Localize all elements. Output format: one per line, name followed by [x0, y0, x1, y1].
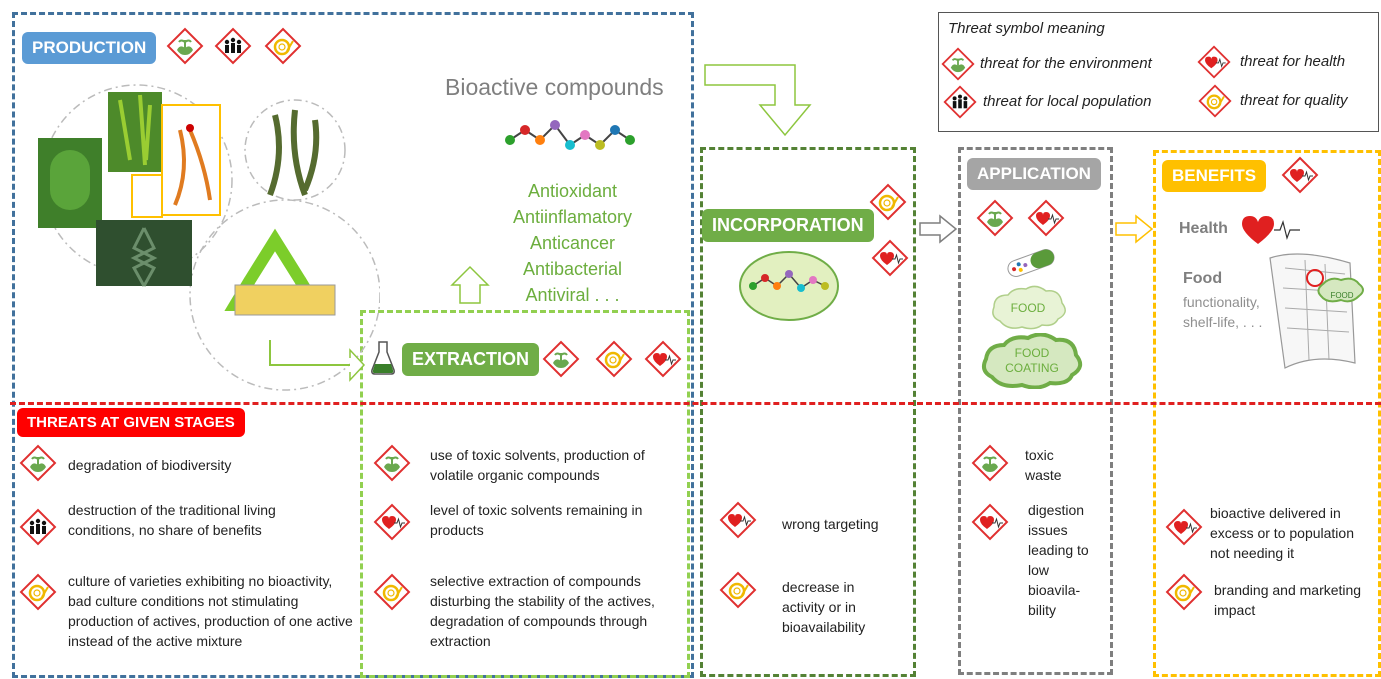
threat-incorporation-health: wrong targeting [782, 516, 879, 532]
extraction-label: EXTRACTION [402, 343, 539, 376]
incorporation-label: INCORPORATION [702, 209, 874, 242]
right-arrow-yellow [1115, 214, 1154, 244]
right-arrow-gray [919, 214, 958, 244]
extraction-region [360, 310, 690, 678]
food-film-illustration [1269, 253, 1364, 369]
legend-box [938, 12, 1379, 132]
health-threat-icon [718, 500, 758, 540]
threats-divider [10, 402, 1381, 405]
quality-threat-icon [594, 339, 634, 379]
environment-threat-icon [970, 443, 1010, 483]
bioactive-property: Antibacterial [522, 259, 623, 279]
environment-threat-icon [940, 46, 976, 82]
benefits-label: BENEFITS [1162, 160, 1267, 192]
threat-application-health: digestion issues leading to low bioavila… [1028, 502, 1089, 618]
bioactive-property: Anticancer [529, 233, 616, 253]
food-coating-cloud-shape [982, 333, 1083, 389]
health-threat-icon [372, 502, 412, 542]
pill-illustration [1007, 249, 1055, 277]
quality-threat-icon [868, 182, 908, 222]
health-threat-icon [1196, 44, 1232, 80]
legend-quality: threat for quality [1240, 92, 1348, 109]
health-threat-icon [643, 339, 683, 379]
benefits-region [1153, 150, 1381, 677]
food-coating-label: FOOD COATING [1005, 346, 1059, 375]
quality-threat-icon [18, 572, 58, 612]
legend-population: threat for local population [983, 93, 1152, 110]
curved-arrow [704, 64, 812, 137]
health-threat-icon [1280, 155, 1320, 195]
quality-threat-icon [263, 26, 303, 66]
benefits-food-label: Food [1183, 270, 1223, 287]
application-label: APPLICATION [967, 158, 1101, 190]
molecule-illustration [505, 120, 635, 150]
health-threat-icon [1164, 507, 1204, 547]
bioactive-title: Bioactive compounds [445, 74, 664, 100]
production-illustration [38, 84, 380, 391]
population-threat-icon [942, 84, 978, 120]
incorporation-region [700, 147, 916, 677]
legend-health: threat for health [1240, 53, 1346, 70]
threat-extraction-environment: use of toxic solvents, production of vol… [430, 447, 645, 483]
heart-icon [1242, 216, 1300, 244]
threat-extraction-quality: selective extraction of compounds distur… [430, 573, 655, 649]
threat-production-environment: degradation of biodiversity [68, 457, 232, 473]
threat-benefits-quality: branding and marketing impact [1214, 582, 1362, 618]
application-region [958, 147, 1113, 675]
benefits-food-details: functionality, shelf-life, . . . [1183, 294, 1263, 330]
threat-benefits-health: bioactive delivered in excess or to popu… [1210, 505, 1354, 561]
bioactive-property: Antiinflamatory [512, 207, 633, 227]
population-threat-icon [18, 507, 58, 547]
benefits-health-label: Health [1179, 220, 1228, 237]
production-label: PRODUCTION [22, 32, 157, 64]
food-label: FOOD [1010, 301, 1046, 315]
up-arrow [450, 265, 490, 304]
flask-icon [371, 341, 395, 375]
threat-production-quality: culture of varieties exhibiting no bioac… [68, 573, 353, 649]
food-cloud-shape [992, 285, 1066, 330]
environment-threat-icon [541, 339, 581, 379]
health-threat-icon [1026, 198, 1066, 238]
benefits-food-tag: FOOD [1330, 291, 1354, 300]
environment-threat-icon [165, 26, 205, 66]
production-region [12, 12, 694, 678]
health-threat-icon [870, 238, 910, 278]
threat-extraction-health: level of toxic solvents remaining in pro… [430, 502, 643, 538]
quality-threat-icon [718, 570, 758, 610]
threat-production-population: destruction of the traditional living co… [68, 502, 276, 538]
bioactive-property: Antiviral . . . [525, 285, 620, 305]
environment-threat-icon [18, 443, 58, 483]
quality-threat-icon [372, 572, 412, 612]
capsule-illustration [739, 251, 839, 321]
legend-environment: threat for the environment [980, 55, 1152, 72]
threats-label: THREATS AT GIVEN STAGES [17, 408, 245, 437]
health-threat-icon [970, 502, 1010, 542]
environment-threat-icon [372, 443, 412, 483]
bioactive-property: Antioxidant [527, 181, 618, 201]
threat-application-environment: toxic waste [1025, 447, 1062, 483]
population-threat-icon [213, 26, 253, 66]
threat-incorporation-quality: decrease in activity or in bioavailabili… [782, 579, 866, 635]
quality-threat-icon [1164, 572, 1204, 612]
quality-threat-icon [1197, 83, 1233, 119]
environment-threat-icon [975, 198, 1015, 238]
legend-title: Threat symbol meaning [948, 20, 1105, 37]
